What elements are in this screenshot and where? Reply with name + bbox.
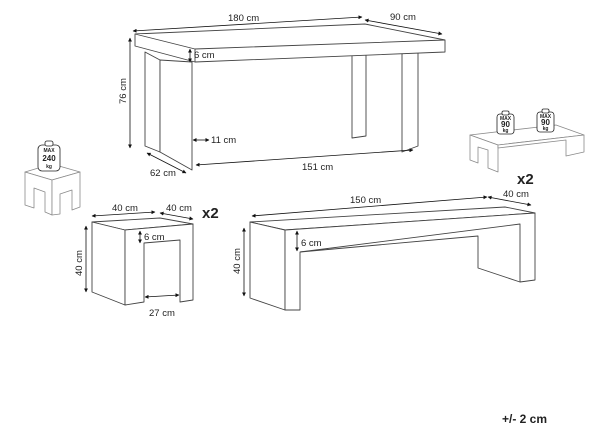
bench-badge-1-value: 90 [501,120,510,129]
table-dimensions: 180 cm 90 cm 76 cm 6 cm 11 cm 62 cm 151 … [118,12,443,179]
table-leg-thickness-label: 11 cm [211,135,236,146]
bench-detail [249,206,536,311]
tolerance-note: +/- 2 cm [502,412,547,426]
bench-badge-2-unit: kg [543,126,549,132]
table-top-thickness-label: 6 cm [194,50,215,61]
stool-preview [24,163,81,216]
table-leg-depth-label: 62 cm [150,168,176,179]
bench-badge-1-unit: kg [503,128,509,134]
bench-max-load-badge-2: MAX 90 kg [536,108,555,133]
bench-max-load-badge-1: MAX 90 kg [496,110,515,135]
table-width-label: 90 cm [390,12,416,23]
bench-top-thickness-label: 6 cm [301,238,322,249]
stool-opening-label: 27 cm [149,308,175,319]
bench-badge-2-value: 90 [541,118,550,127]
table-height-label: 76 cm [118,78,129,104]
stool-height-label: 40 cm [74,250,85,276]
table-leg-spacing-line [195,148,414,167]
stool-badge-value: 240 [42,154,56,163]
table-leg-depth-line [146,152,187,174]
table-length-label: 180 cm [228,13,259,24]
table-leg-spacing-label: 151 cm [302,162,333,173]
bench-badge-1-max: MAX [500,116,512,122]
table-width-line [364,18,443,36]
bench-length-label: 150 cm [350,195,381,206]
stool-top-thickness-label: 6 cm [144,232,165,243]
bench-length-line [251,195,488,218]
stool-width-line [91,210,156,218]
stool-dimensions: 40 cm 40 cm x2 40 cm 6 cm 27 cm [74,203,219,319]
stool-depth-line [159,211,194,221]
bench-badge-2-max: MAX [540,114,552,120]
stool-max-load-badge: MAX 240 kg [37,140,61,172]
stool-width-label: 40 cm [112,203,138,214]
table-length-line [132,15,363,33]
bench-quantity: x2 [517,171,534,188]
dining-table [134,23,446,171]
stool-depth-label: 40 cm [166,203,192,214]
stool-opening-line [144,293,180,299]
stool-badge-max: MAX [43,148,55,154]
bench-depth-label: 40 cm [503,189,529,200]
bench-depth-line [487,195,532,207]
stool-badge-unit: kg [46,164,52,170]
bench-dimensions: 150 cm 40 cm x2 40 cm 6 cm [232,171,534,297]
bench-preview [469,124,585,173]
stool-quantity: x2 [202,205,219,222]
bench-height-label: 40 cm [232,248,243,274]
stool-detail [91,217,194,306]
